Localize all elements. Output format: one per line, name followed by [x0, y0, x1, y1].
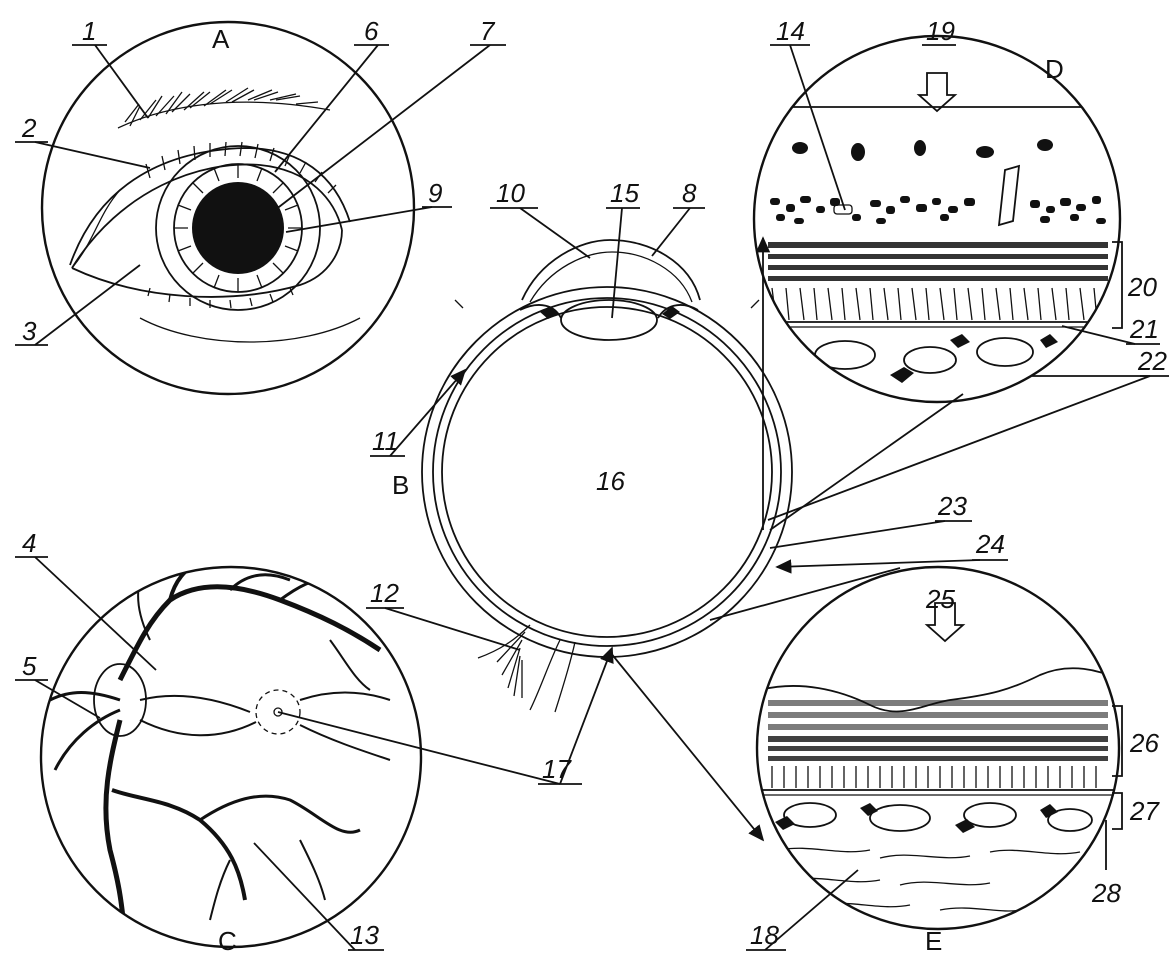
label-6: 6 — [364, 16, 379, 46]
panel-a-external-eye: A — [42, 22, 414, 394]
label-9: 9 — [428, 178, 442, 208]
label-25: 25 — [925, 584, 955, 614]
label-3: 3 — [22, 316, 37, 346]
label-21: 21 — [1129, 314, 1159, 344]
label-23: 23 — [937, 491, 967, 521]
panel-label-d: D — [1045, 54, 1064, 84]
panel-label-b: B — [392, 470, 409, 500]
panel-label-c: C — [218, 926, 237, 956]
label-20: 20 — [1127, 272, 1157, 302]
pupil — [192, 182, 284, 274]
label-12: 12 — [370, 578, 399, 608]
label-14: 14 — [776, 16, 805, 46]
label-10: 10 — [496, 178, 525, 208]
label-24: 24 — [975, 529, 1005, 559]
panel-c-fundus: C — [41, 560, 421, 956]
label-11: 11 — [372, 426, 399, 456]
label-2: 2 — [21, 113, 37, 143]
label-13: 13 — [350, 920, 379, 950]
label-18: 18 — [750, 920, 779, 950]
label-5: 5 — [22, 651, 37, 681]
label-4: 4 — [22, 528, 36, 558]
label-17: 17 — [542, 754, 572, 784]
label-27: 27 — [1129, 796, 1160, 826]
label-15: 15 — [610, 178, 639, 208]
lens — [561, 300, 657, 340]
panel-label-a: A — [212, 24, 230, 54]
label-26: 26 — [1129, 728, 1159, 758]
panel-d-retina-detail: D — [754, 36, 1120, 402]
label-19: 19 — [926, 16, 955, 46]
label-8: 8 — [682, 178, 697, 208]
cornea — [522, 240, 700, 300]
label-22: 22 — [1137, 346, 1167, 376]
panel-label-e: E — [925, 926, 942, 956]
label-1: 1 — [82, 16, 96, 46]
label-16: 16 — [596, 466, 625, 496]
label-7: 7 — [480, 16, 496, 46]
panel-e-fovea-detail: E — [757, 567, 1120, 956]
label-28: 28 — [1091, 878, 1121, 908]
